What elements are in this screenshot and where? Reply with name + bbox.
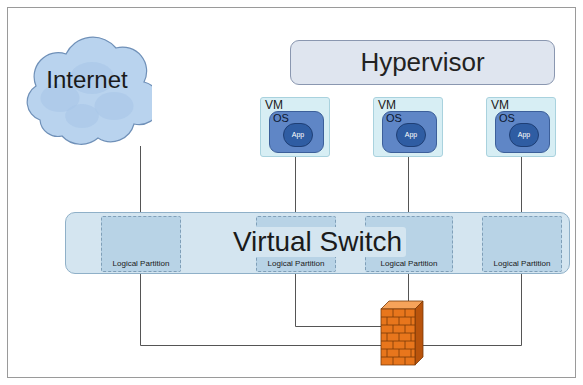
vm-box: VMOSApp	[373, 97, 443, 157]
wire	[421, 274, 522, 346]
node-label: VM	[378, 99, 396, 112]
wire	[141, 274, 382, 346]
network-link	[140, 146, 141, 212]
node-label: Logical Partition	[113, 260, 170, 268]
node-label: App	[518, 131, 530, 138]
node-label: VM	[491, 99, 509, 112]
node-label: App	[292, 131, 304, 138]
vm-box: VMOSApp	[260, 97, 330, 157]
node-label: Virtual Switch	[229, 227, 406, 256]
node-label: Logical Partition	[268, 260, 325, 268]
node-label: App	[405, 131, 417, 138]
node-label: Logical Partition	[494, 260, 551, 268]
network-link	[521, 157, 522, 212]
node-label: VM	[265, 99, 283, 112]
os-box: OSApp	[382, 111, 437, 153]
app-box: App	[283, 123, 313, 147]
logical-partition: Logical Partition	[482, 216, 562, 272]
hypervisor-box: Hypervisor	[290, 40, 555, 85]
wire	[296, 274, 382, 327]
os-box: OSApp	[269, 111, 324, 153]
os-box: OSApp	[495, 111, 550, 153]
app-box: App	[396, 123, 426, 147]
node-label: Logical Partition	[381, 260, 438, 268]
app-box: App	[509, 123, 539, 147]
outer-frame	[8, 8, 576, 378]
node-label: OS	[273, 113, 289, 125]
firewall-wires	[141, 274, 522, 346]
internet-cloud: Internet	[22, 28, 152, 146]
logical-partition: Logical Partition	[101, 216, 181, 272]
wire	[408, 274, 409, 301]
virtual-switch-band: Virtual SwitchLogical Partition Logical P…	[65, 212, 570, 274]
network-link	[408, 157, 409, 212]
network-link	[295, 157, 296, 212]
vm-box: VMOSApp	[486, 97, 556, 157]
node-label: OS	[386, 113, 402, 125]
node-label: Internet	[46, 67, 127, 92]
node-label: Hypervisor	[360, 49, 484, 76]
node-label: OS	[499, 113, 515, 125]
firewall-icon	[381, 301, 423, 365]
